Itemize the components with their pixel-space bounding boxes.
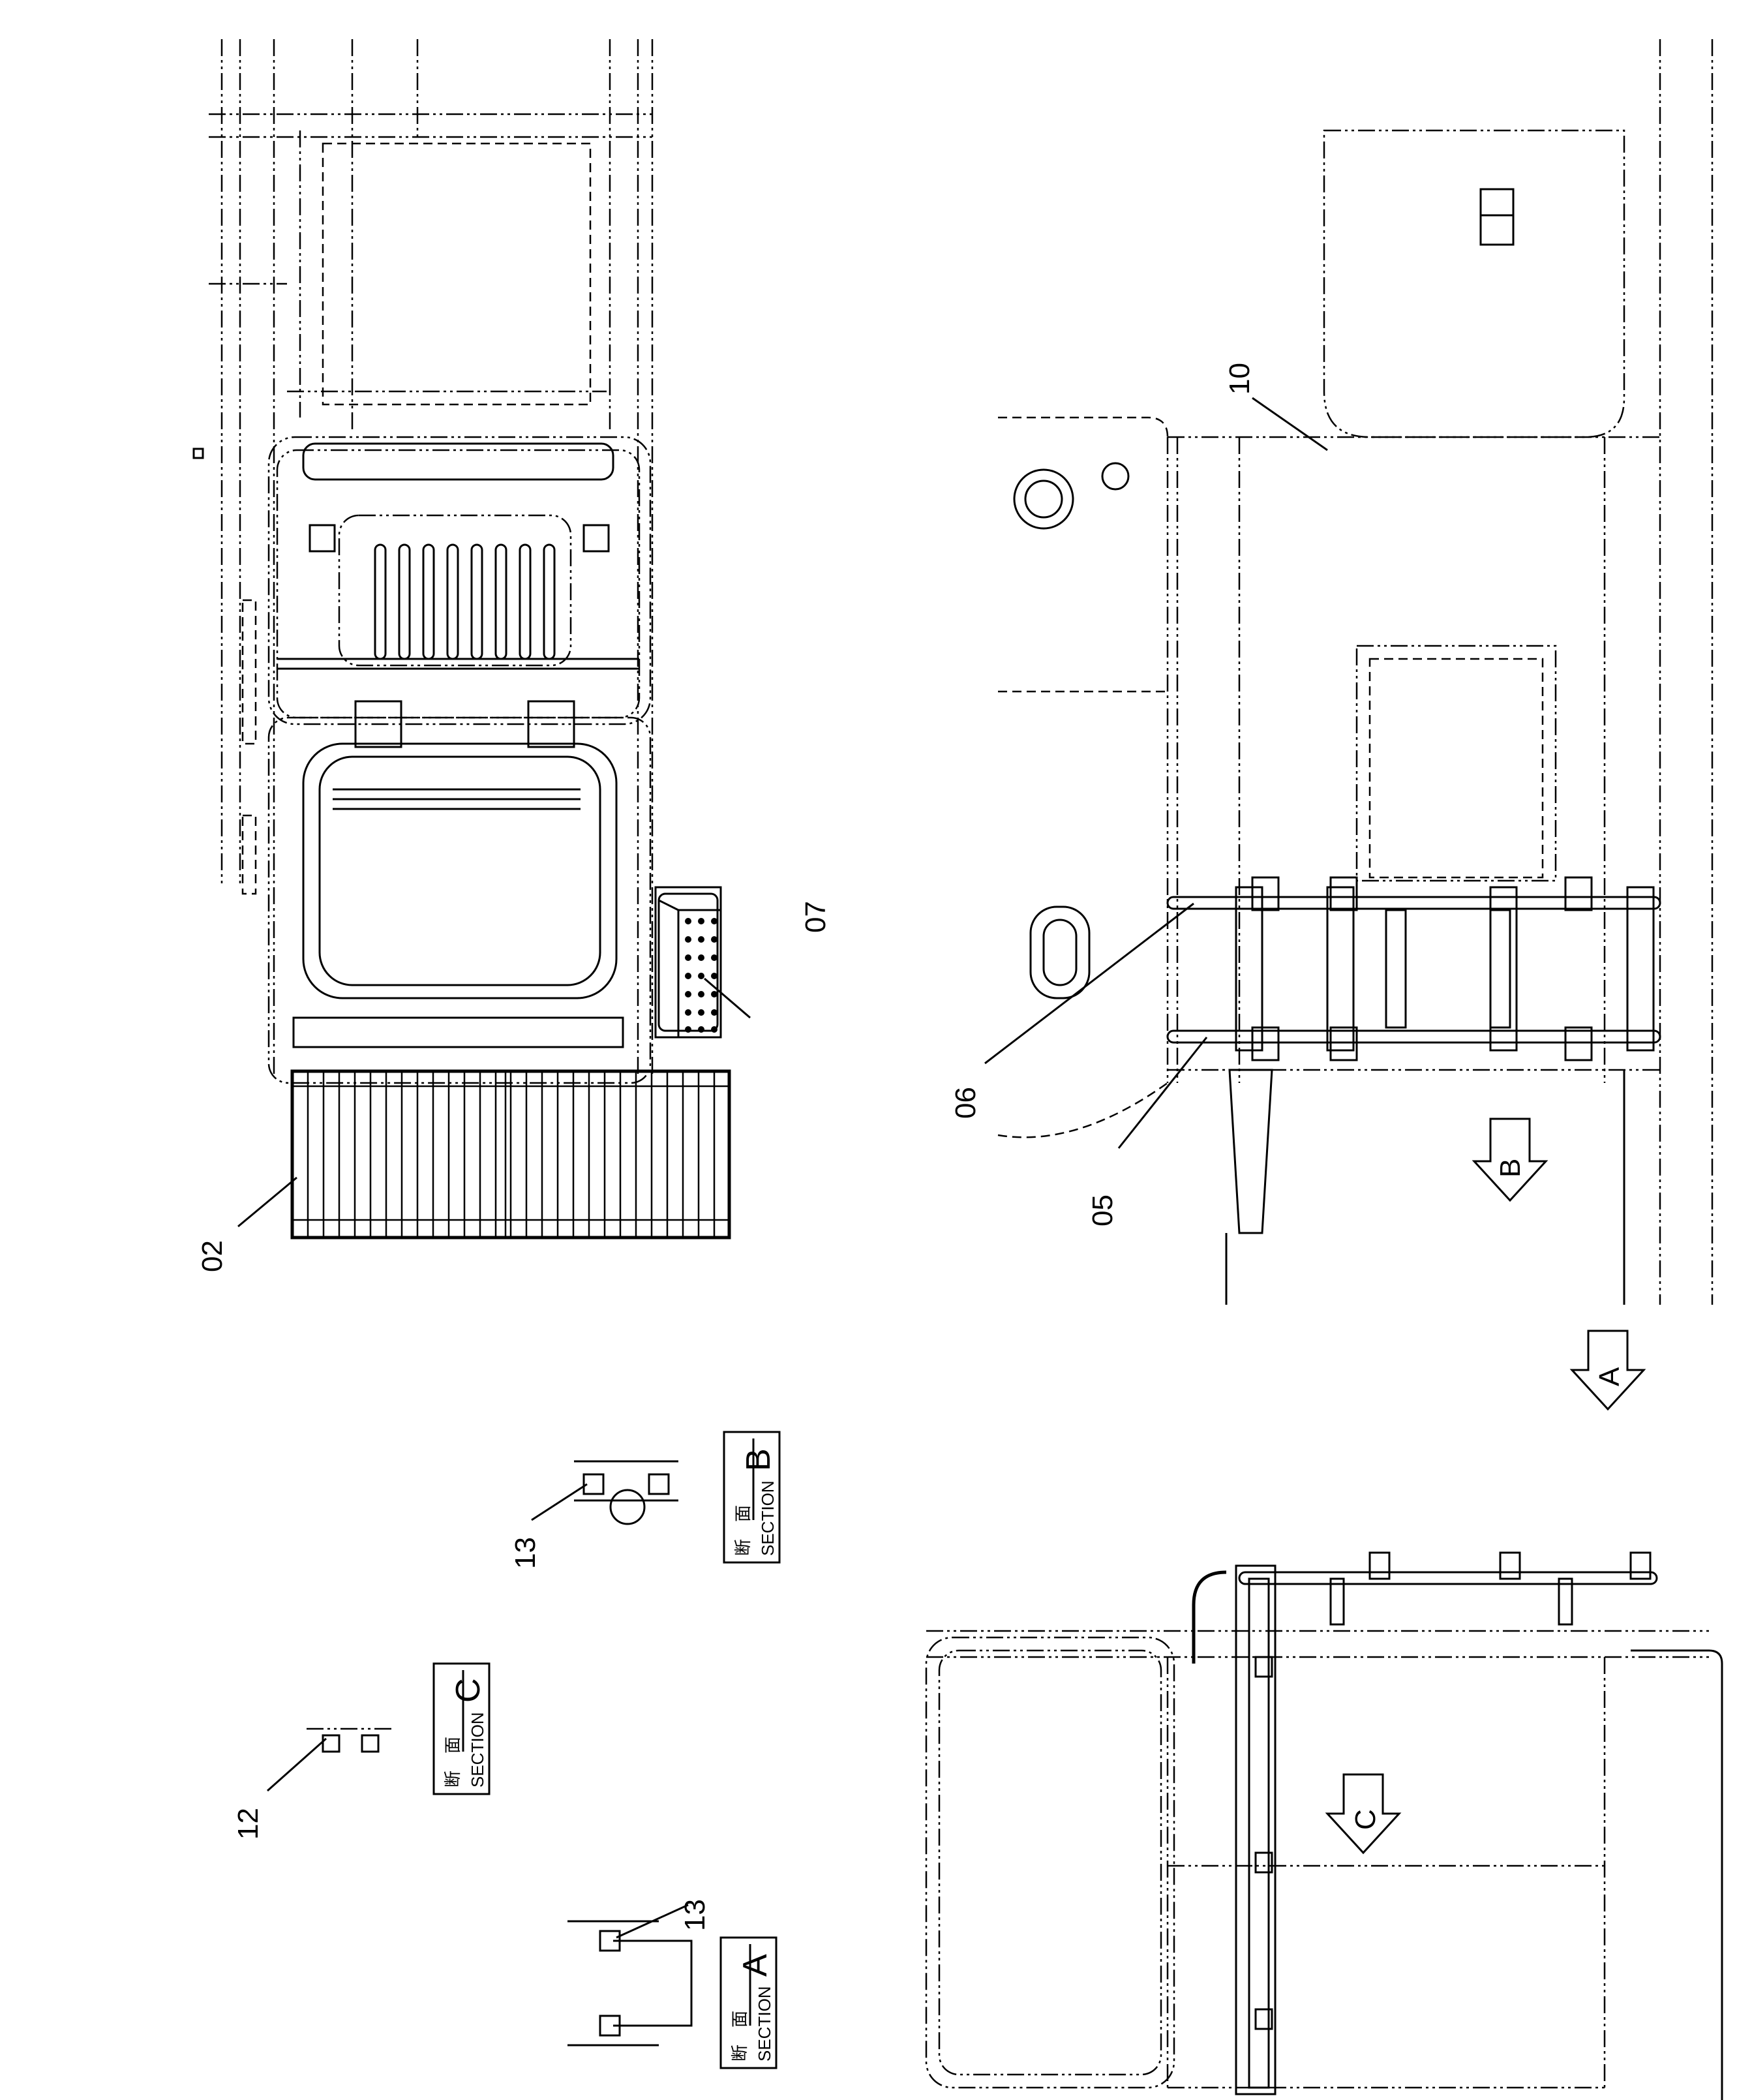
svg-text:SECTION: SECTION [755,1986,774,2062]
grating-part-02 [290,1069,731,1240]
section-arrow-a: A [1569,1330,1646,1411]
svg-text:A: A [736,1954,774,1977]
callout-02: 02 [196,1240,228,1272]
svg-text:SECTION: SECTION [758,1480,778,1556]
svg-text:断 面: 断 面 [731,2011,750,2062]
section-label-c: 断 面 SECTION C [432,1662,491,1795]
svg-text:断 面: 断 面 [734,1505,753,1556]
svg-text:B: B [1494,1159,1526,1178]
callout-06: 06 [950,1087,982,1119]
vent-slots [374,543,556,660]
section-c-detail [307,1727,391,1753]
svg-text:断 面: 断 面 [444,1737,463,1788]
section-label-a: 断 面 SECTION A [719,1936,778,2069]
section-b-detail [574,1460,678,1525]
section-label-b: 断 面 SECTION B [723,1431,781,1564]
callout-05: 05 [1087,1195,1119,1226]
section-arrow-b: B [1472,1118,1548,1202]
callout-12: 12 [232,1808,264,1840]
callout-13-section-a: 13 [679,1899,711,1931]
svg-text:B: B [740,1448,778,1471]
svg-text:C: C [1350,1809,1382,1830]
svg-text:SECTION: SECTION [468,1712,487,1788]
callout-10: 10 [1224,363,1256,395]
callout-07: 07 [800,901,832,933]
callout-13-section-b: 13 [509,1537,541,1569]
leader-lines [237,397,1328,1939]
ladder-rungs [1235,876,1655,1061]
view-c [925,1551,1723,2100]
side-view-ladder [997,39,1714,1305]
section-a-detail [567,1920,693,2047]
svg-text:A: A [1593,1367,1625,1386]
section-arrow-c: C [1325,1773,1402,1855]
svg-text:C: C [449,1678,487,1703]
step-part-07 [654,886,722,1039]
machine-plan-view [192,39,654,1084]
